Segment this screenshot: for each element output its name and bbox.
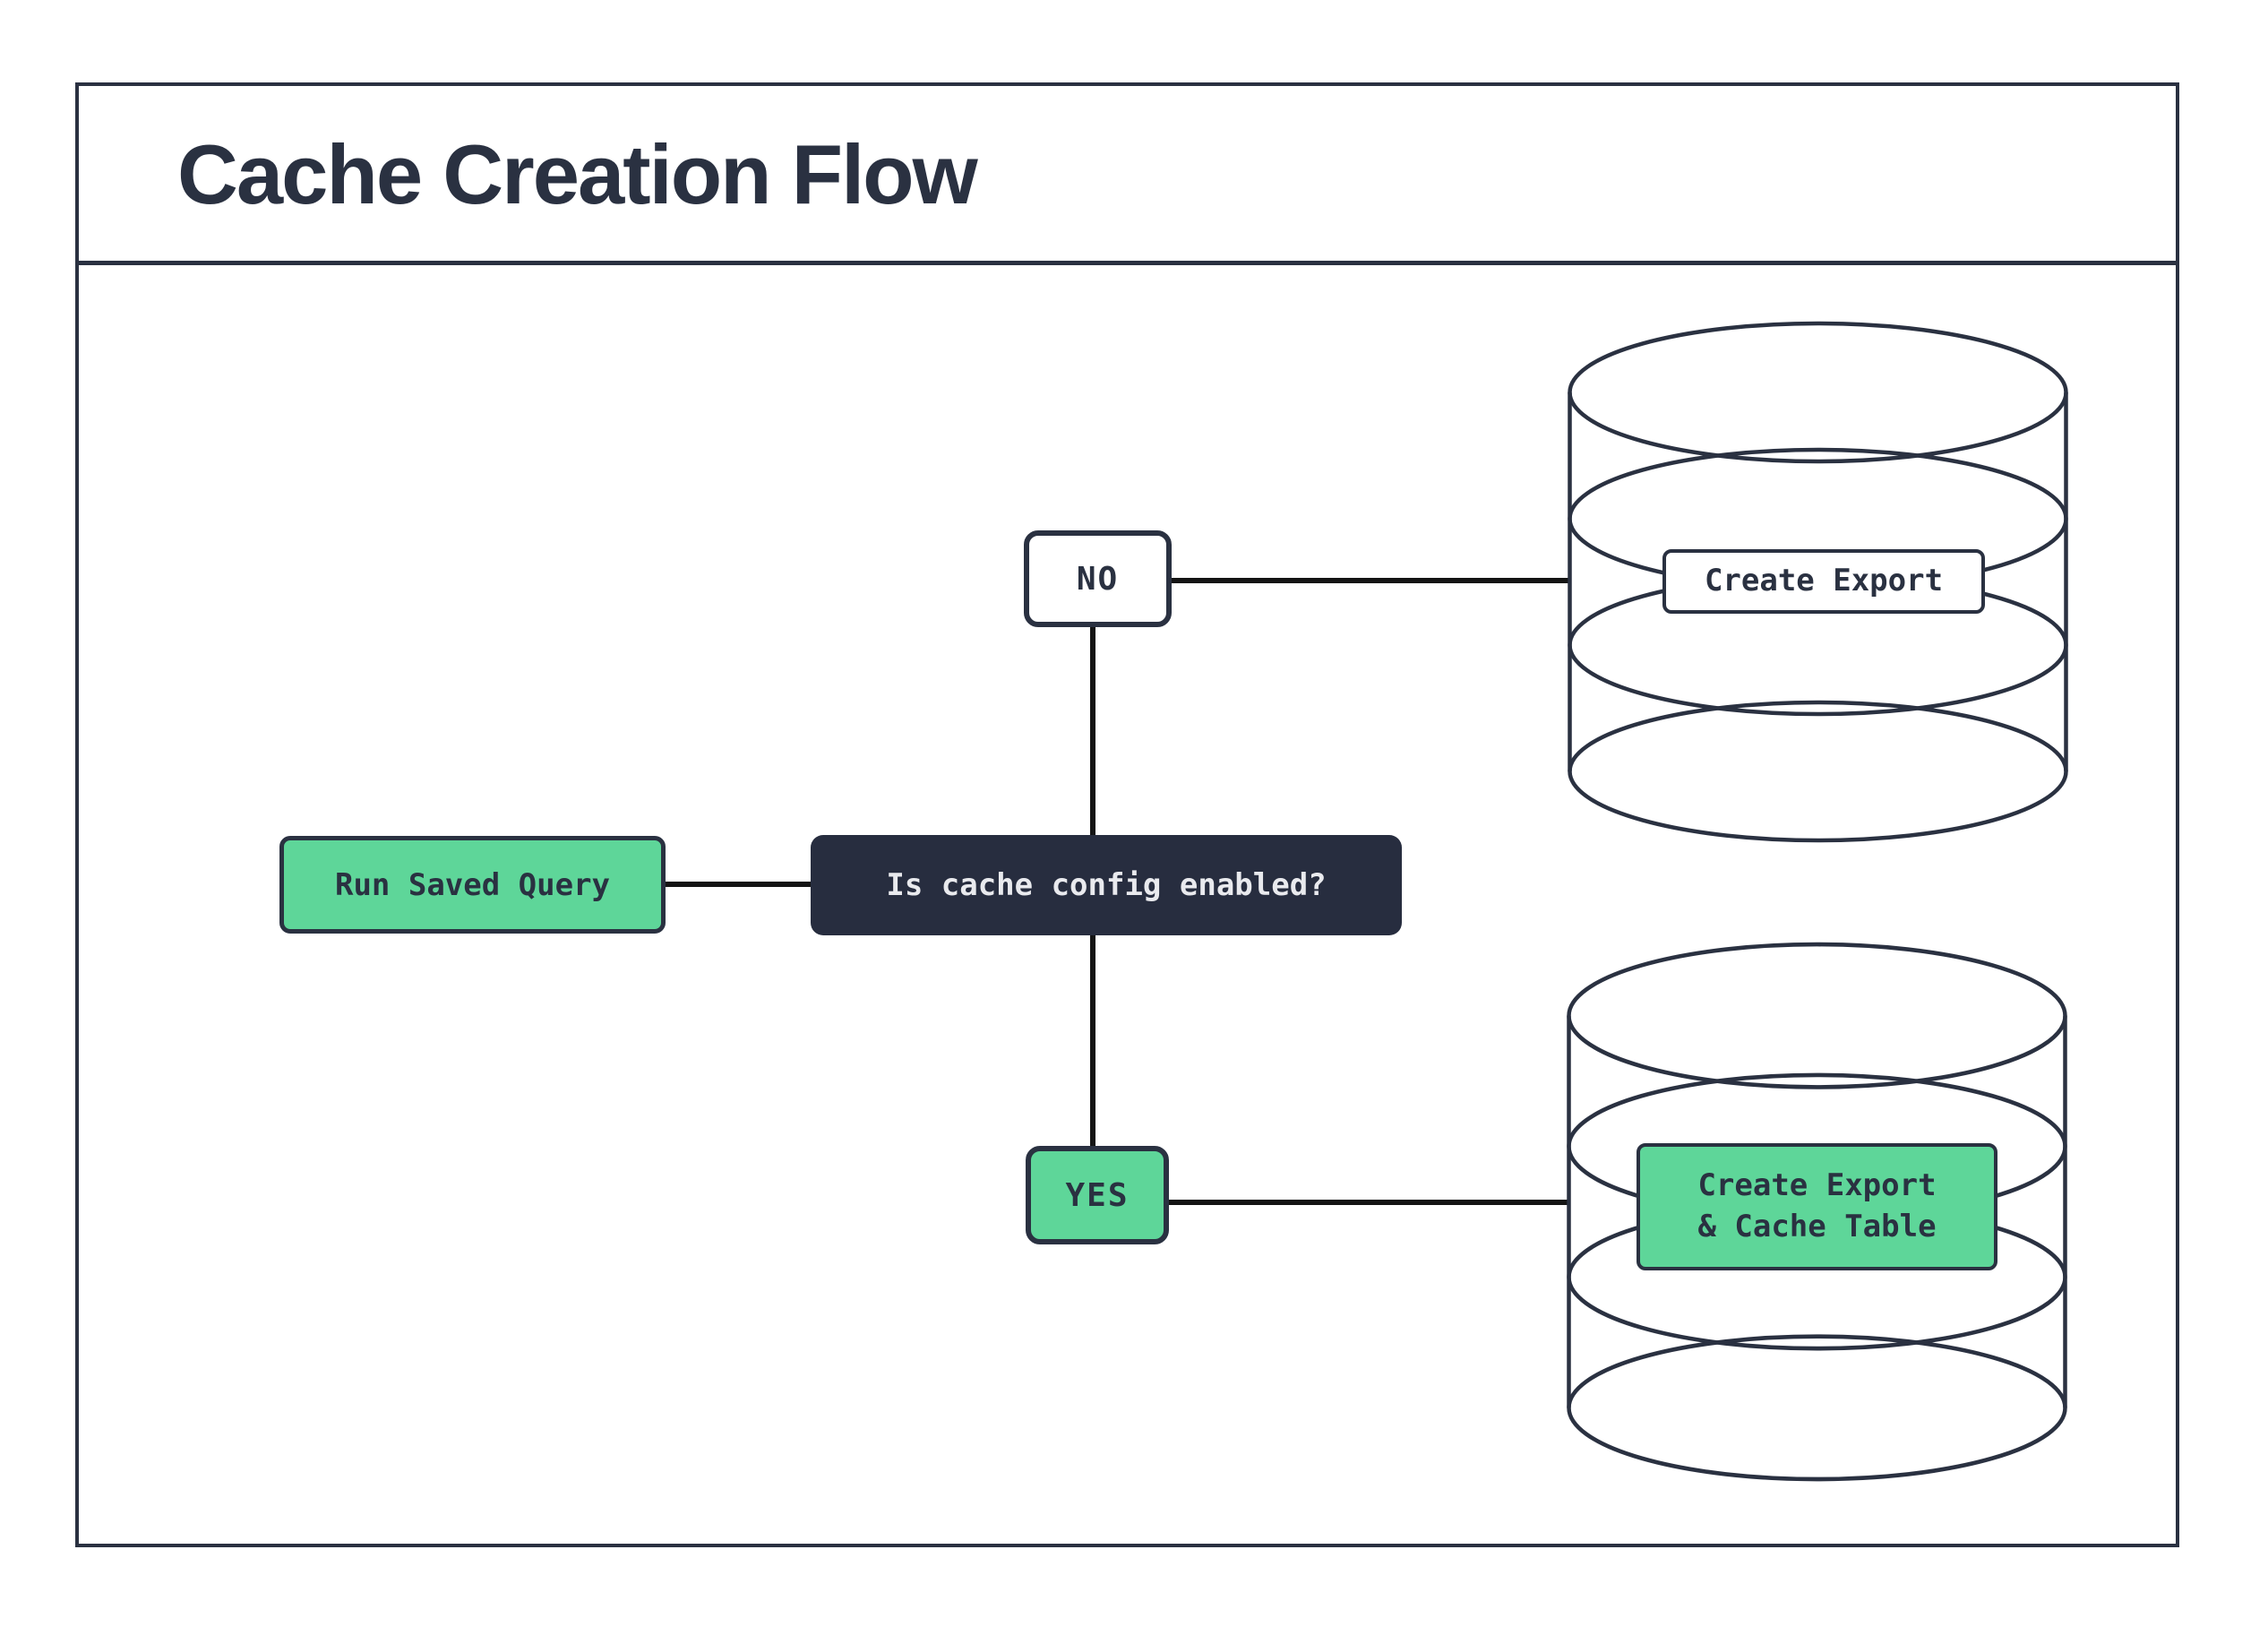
decision-node-cache-config: Is cache config enabled? <box>811 835 1402 935</box>
yes-outcome-text-line1: Create Export <box>1697 1167 1937 1204</box>
yes-outcome-label: Create Export & Cache Table <box>1637 1143 1997 1270</box>
start-node-label: Run Saved Query <box>334 866 611 903</box>
decision-node-label: Is cache config enabled? <box>886 867 1327 903</box>
no-outcome-text: Create Export <box>1704 563 1944 599</box>
connector-decision-to-no <box>1090 625 1095 839</box>
connector-start-to-decision <box>666 882 811 887</box>
no-outcome-label: Create Export <box>1662 549 1985 614</box>
connector-yes-to-database <box>1167 1200 1568 1205</box>
yes-branch-node: YES <box>1026 1146 1169 1244</box>
connector-no-to-database <box>1170 578 1570 583</box>
connector-decision-to-yes <box>1090 934 1095 1149</box>
start-node-run-saved-query: Run Saved Query <box>279 836 666 934</box>
yes-outcome-text-line2: & Cache Table <box>1697 1209 1937 1244</box>
no-branch-node: NO <box>1024 530 1172 627</box>
yes-branch-label: YES <box>1065 1176 1130 1214</box>
title-divider <box>75 261 2179 265</box>
page-title: Cache Creation Flow <box>177 127 978 221</box>
diagram-frame <box>75 82 2179 1547</box>
no-branch-label: NO <box>1076 560 1120 598</box>
